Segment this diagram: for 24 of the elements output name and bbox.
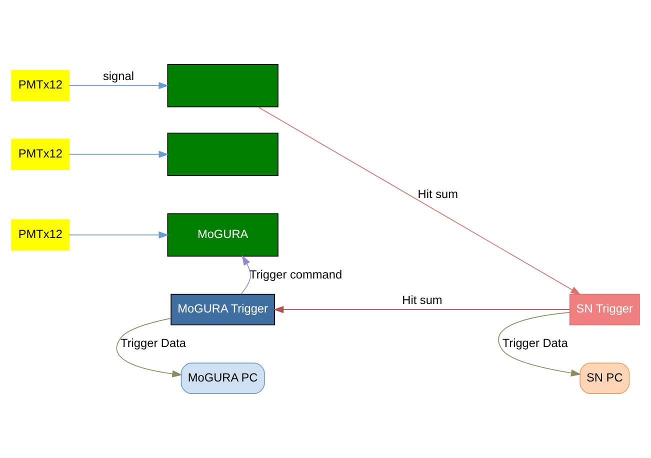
node-box: MoGURA PC (180, 362, 265, 394)
edge-label: Trigger Data (502, 336, 568, 350)
node-box: SN Trigger (569, 294, 640, 326)
edge-label: Hit sum (402, 292, 442, 307)
edge-label: Trigger Data (120, 336, 186, 350)
node-box (167, 64, 278, 108)
node-box: PMTx12 (11, 70, 70, 102)
edge-label: Hit sum (418, 186, 458, 201)
arrow (68, 231, 169, 238)
arrow (240, 255, 252, 295)
node-box: MoGURA (167, 213, 278, 257)
node-box: SN PC (580, 362, 630, 394)
node-box: PMTx12 (11, 138, 70, 170)
arrow (498, 312, 582, 377)
arrow (273, 306, 570, 314)
node-box: PMTx12 (11, 219, 70, 251)
arrow (68, 150, 169, 158)
arrow (258, 106, 581, 295)
node-box: MoGURA Trigger (170, 294, 276, 326)
node-box (167, 132, 278, 176)
edge-label: Trigger command (250, 267, 342, 282)
arrow (116, 318, 182, 378)
arrow (68, 82, 169, 90)
edge-label: signal (102, 68, 134, 83)
